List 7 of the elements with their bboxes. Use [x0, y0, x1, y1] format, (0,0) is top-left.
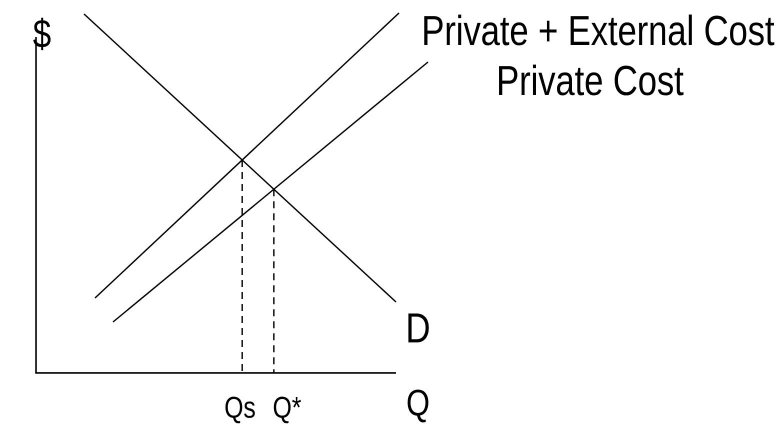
axis-label: Q	[408, 390, 428, 422]
curve-label: Private Cost	[499, 64, 684, 96]
tick-label: Q*	[274, 396, 301, 424]
curve-label: Private + External Cost	[424, 14, 774, 46]
tick-label: Qs	[225, 396, 255, 424]
axis-label: $	[33, 18, 51, 50]
curve-label: D	[408, 314, 429, 342]
